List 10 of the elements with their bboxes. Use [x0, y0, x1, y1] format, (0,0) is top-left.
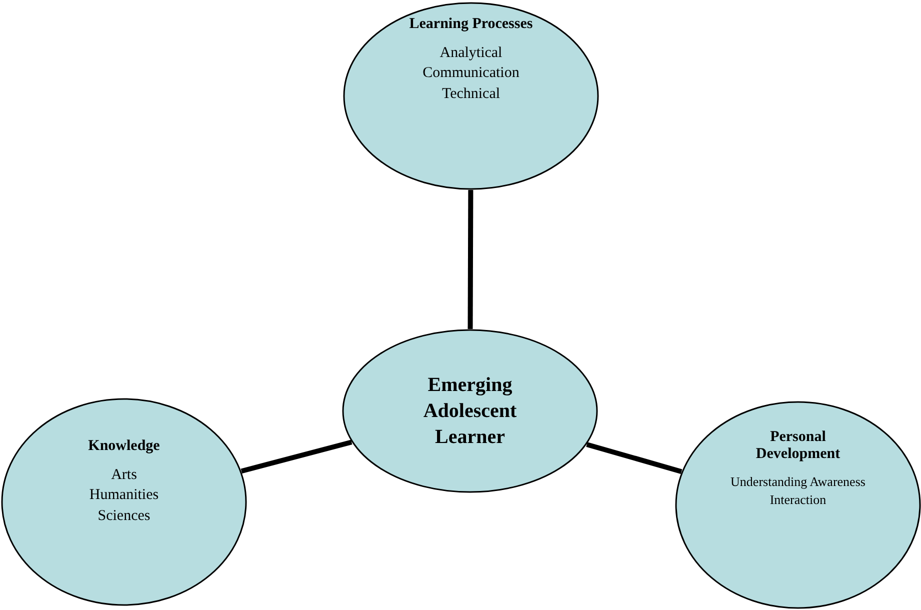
node-text: Arts Humanities Sciences — [88, 466, 160, 526]
connector-line — [586, 442, 682, 474]
node-text: Understanding Awareness Interaction — [730, 473, 866, 508]
node-heading: Knowledge — [88, 438, 160, 455]
node-text: Analytical Communication Technical — [422, 44, 520, 104]
node-heading: Emerging Adolescent Learner — [422, 373, 518, 450]
connector-line — [468, 190, 474, 329]
node-heading: Learning Processes — [409, 16, 533, 33]
node-heading: Personal Development — [754, 429, 842, 463]
connector-line — [240, 440, 352, 474]
